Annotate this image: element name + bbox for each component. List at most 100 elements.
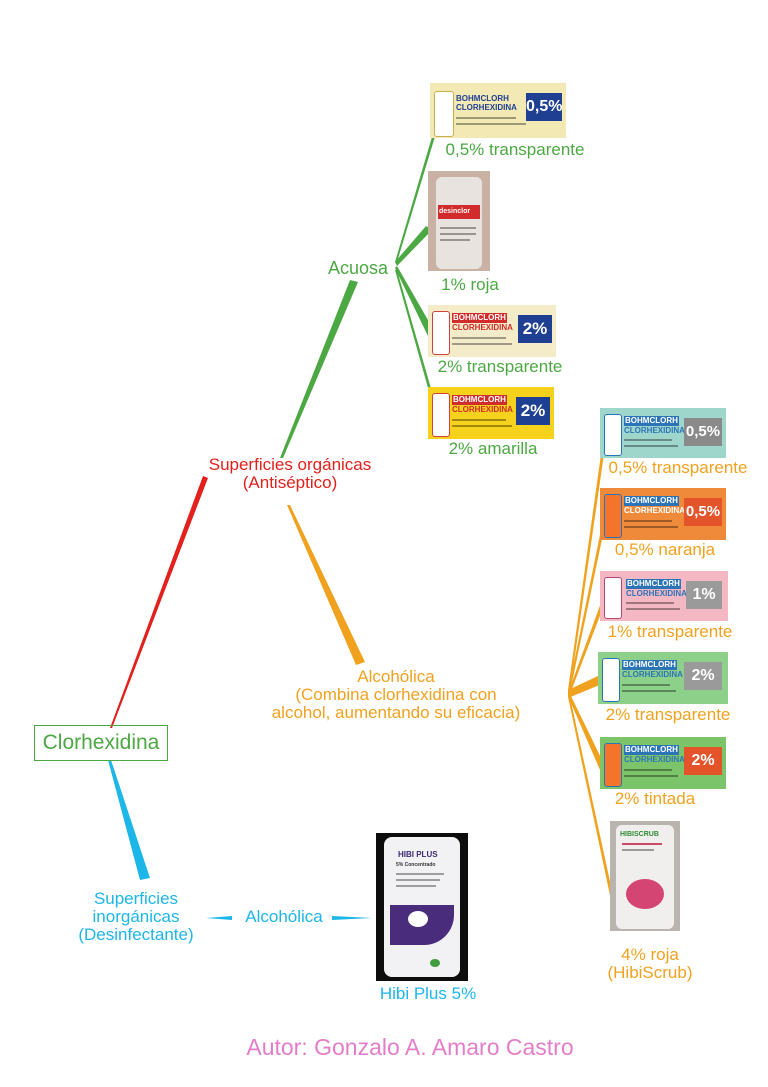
label-aqueous-05-transparent: 0,5% transparente — [420, 141, 610, 159]
text-line — [624, 775, 678, 777]
label-alcoholic-2-transparent: 2% transparente — [588, 706, 748, 724]
brand-name: HIBISCRUB — [620, 831, 659, 838]
bottle-icon — [604, 414, 622, 456]
label-aqueous-2-transparent: 2% transparente — [420, 358, 580, 376]
inorganic-title-1: Superficies — [93, 889, 179, 908]
text-line — [624, 526, 678, 528]
text-line — [624, 769, 672, 771]
text-line — [622, 690, 676, 692]
inorganic-alcoholic-node: Alcohólica — [234, 908, 334, 926]
text-line — [456, 123, 526, 125]
brand-subname: CLORHEXIDINA — [456, 103, 517, 112]
brand-subname: CLORHEXIDINA — [622, 670, 683, 679]
brand-subname: CLORHEXIDINA — [452, 323, 513, 332]
percentage-badge: 1% — [686, 581, 722, 609]
text-line — [440, 233, 476, 235]
product-alcoholic-1-transparent: BOHMCLORH CLORHEXIDINA 1% — [600, 571, 728, 621]
connector-root-organic — [110, 476, 208, 728]
percentage-badge: 2% — [516, 397, 550, 425]
connector-acuosa-p4 — [395, 270, 440, 420]
connector-alc-p2 — [568, 520, 606, 692]
aqueous-node: Acuosa — [318, 259, 398, 278]
label-hibiscrub: 4% roja (HibiScrub) — [590, 946, 710, 982]
bottle-icon — [436, 177, 482, 269]
product-alcoholic-05-orange: BOHMCLORH CLORHEXIDINA 0,5% — [600, 488, 726, 540]
connector-organic-acuosa — [280, 280, 358, 458]
brand-subname: CLORHEXIDINA — [624, 426, 685, 435]
product-hibi-plus: HIBI PLUS 5% Concentrado — [376, 833, 468, 981]
bottle-icon — [602, 658, 620, 702]
brand-subname: CLORHEXIDINA — [626, 589, 687, 598]
label-aqueous-1-red: 1% roja — [420, 276, 520, 294]
label-text: 2% tintada — [614, 789, 696, 808]
connector-acuosa-p1 — [395, 120, 440, 262]
connector-acuosa-p2 — [395, 226, 432, 266]
organic-subtitle: (Antiséptico) — [242, 472, 338, 492]
author-credit: Autor: Gonzalo A. Amaro Castro — [180, 1035, 640, 1059]
brand-name: HIBI PLUS — [398, 850, 438, 859]
label-text: 1% roja — [441, 275, 499, 294]
brand-name: BOHMCLORH — [624, 745, 679, 755]
brand-name: BOHMCLORH — [624, 496, 679, 506]
text-line — [626, 602, 674, 604]
text-line — [396, 879, 440, 881]
bottle-icon — [604, 743, 622, 787]
connector-alc-p6 — [568, 697, 614, 900]
brand-name: BOHMCLORH — [452, 395, 507, 405]
inorganic-node: Superficies inorgánicas (Desinfectante) — [56, 890, 216, 944]
organic-node: Superficies orgánicas (Antiséptico) — [190, 456, 390, 492]
label-text: 4% roja — [621, 945, 679, 964]
percentage-badge: 2% — [684, 747, 722, 775]
label-text: 1% transparente — [607, 622, 733, 641]
connector-inorg-alc — [206, 916, 232, 920]
red-label — [438, 205, 480, 219]
brand-subname: CLORHEXIDINA — [624, 506, 685, 515]
connector-organic-alcoholica — [287, 505, 365, 665]
label-text: 0,5% transparente — [608, 458, 748, 477]
text-line — [452, 425, 512, 427]
inorganic-subtitle: (Desinfectante) — [78, 924, 194, 944]
product-aqueous-2-transparent: BOHMCLORH CLORHEXIDINA 2% — [428, 305, 556, 357]
text-line — [622, 684, 670, 686]
alcoholic-node: Alcohólica (Combina clorhexidina con alc… — [226, 668, 566, 722]
text-line — [452, 419, 506, 421]
connector-alc-p4 — [568, 676, 602, 698]
aqueous-label: Acuosa — [327, 258, 389, 278]
text-line — [452, 343, 512, 345]
inorganic-alcoholic-label: Alcohólica — [245, 907, 323, 926]
label-subtext: (HibiScrub) — [607, 962, 693, 982]
product-alcoholic-05-transparent: BOHMCLORH CLORHEXIDINA 0,5% — [600, 408, 726, 458]
percentage-badge: 2% — [518, 315, 552, 343]
brand-subname: CLORHEXIDINA — [624, 755, 685, 764]
connector-alc-hibiplus — [332, 916, 372, 920]
text-line — [624, 520, 672, 522]
percentage-badge: 2% — [684, 662, 722, 690]
alcoholic-subtitle-2: alcohol, aumentando su eficacia) — [271, 702, 521, 722]
label-text: 2% transparente — [605, 705, 731, 724]
text-line — [626, 608, 680, 610]
product-aqueous-2-yellow: BOHMCLORH CLORHEXIDINA 2% — [428, 387, 554, 439]
text-line — [452, 337, 506, 339]
label-text: 0,5% naranja — [614, 540, 716, 559]
root-label: Clorhexidina — [42, 731, 160, 754]
alcoholic-subtitle-1: (Combina clorhexidina con — [295, 684, 497, 704]
text-line — [440, 227, 476, 229]
percentage-badge: 0,5% — [684, 498, 722, 526]
brand-subname: 5% Concentrado — [396, 862, 436, 868]
bottle-icon — [604, 494, 622, 538]
label-text: Hibi Plus 5% — [379, 984, 477, 1003]
connector-alc-p5 — [568, 694, 606, 770]
label-text: 2% transparente — [437, 357, 563, 376]
label-aqueous-2-yellow: 2% amarilla — [428, 440, 558, 458]
brand-name: BOHMCLORH — [456, 94, 509, 103]
bottle-icon — [432, 311, 450, 355]
connector-root-inorganic — [108, 760, 150, 880]
label-text: 2% amarilla — [448, 439, 538, 458]
label-alcoholic-05-transparent: 0,5% transparente — [588, 459, 768, 477]
text-line — [396, 885, 436, 887]
author-text: Autor: Gonzalo A. Amaro Castro — [246, 1034, 574, 1060]
product-alcoholic-2-transparent: BOHMCLORH CLORHEXIDINA 2% — [598, 652, 728, 704]
alcoholic-title: Alcohólica — [357, 667, 435, 686]
bottle-icon — [434, 91, 454, 137]
